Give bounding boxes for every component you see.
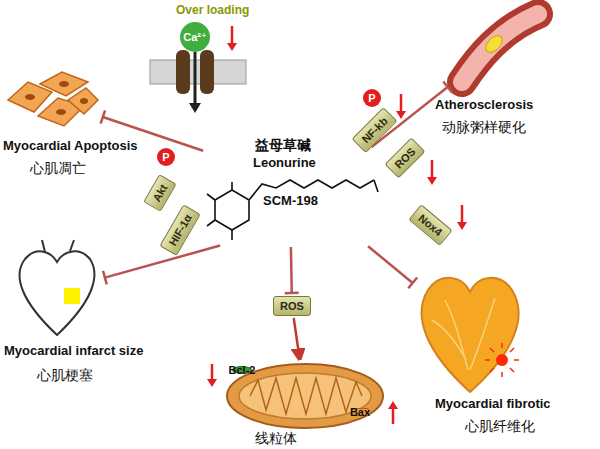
influx-arrowhead <box>189 103 201 113</box>
node-heading: Myocardial fibrotic <box>435 396 551 411</box>
pathway-box: NF-kb <box>352 107 398 153</box>
pathway-box: ROS <box>385 138 426 179</box>
outcome-illustration: Myocardial Apoptosis心肌凋亡 <box>5 68 100 132</box>
substituent <box>231 182 233 190</box>
cristae <box>250 378 362 414</box>
node-heading: 动脉粥样硬化 <box>442 119 526 135</box>
heart-shape <box>422 278 519 392</box>
decrease-arrow <box>211 364 214 380</box>
lesion-sun <box>496 354 508 366</box>
nucleus <box>80 98 88 104</box>
nucleus <box>25 94 35 100</box>
chemical-structure <box>207 180 378 240</box>
inhibition-line <box>105 246 220 278</box>
node-heading: Myocardial infarct size <box>4 343 143 358</box>
outcome-illustration: Myocardial infarct size心肌梗塞 <box>12 245 102 337</box>
decrease-arrow <box>400 94 403 112</box>
pathway-box: ROS <box>273 296 311 316</box>
node-label: P <box>162 151 169 163</box>
channel-subunit <box>176 50 190 94</box>
membrane <box>150 60 246 84</box>
calcium-channel <box>150 50 246 113</box>
inhibition-line <box>368 246 413 283</box>
nucleus <box>56 109 66 115</box>
ion-circle: Ca²⁺ <box>180 22 210 52</box>
artery-lumen <box>462 14 538 82</box>
node-heading: Atherosclerosis <box>435 97 533 112</box>
protein-ellipse: Bcl-2 <box>232 366 252 374</box>
fibrotic-heart <box>422 278 519 392</box>
pathway-box: Akt <box>143 174 176 211</box>
substituent <box>231 230 233 240</box>
plaque <box>483 33 506 56</box>
decrease-arrowhead <box>207 379 217 387</box>
decrease-arrowhead <box>227 43 237 51</box>
node-label: ROS <box>280 299 304 313</box>
node-label: NF-kb <box>359 114 391 146</box>
pathway-box: HIF-1α <box>159 204 200 256</box>
node-heading: 益母草碱 <box>255 137 311 153</box>
annotation-text: Over loading <box>176 3 249 17</box>
artery-wall <box>462 14 538 82</box>
phospho-circle: P <box>363 89 381 107</box>
compound-structure: 益母草碱 LeonurineSCM-198 <box>205 135 370 245</box>
mitochondrion-node: Bcl-2Bax线粒体 <box>225 362 385 430</box>
decrease-arrow <box>461 205 464 223</box>
decrease-arrowhead <box>427 177 437 185</box>
protein-box: Bax <box>351 408 369 416</box>
node-label: Nox4 <box>415 211 445 239</box>
heart-shape <box>20 251 95 335</box>
node-heading: Myocardial Apoptosis <box>3 138 138 153</box>
infarct-area <box>64 288 80 304</box>
node-label: Akt <box>149 182 170 204</box>
node-label: Ca²⁺ <box>183 31 207 43</box>
node-label: P <box>368 92 375 104</box>
outcome-illustration: Myocardial fibrotic心肌纤维化 <box>415 268 525 394</box>
guanidine <box>374 180 378 192</box>
benzene-ring <box>215 190 249 230</box>
cell-illustration <box>8 72 98 126</box>
cell <box>68 88 98 114</box>
influx-arrow <box>194 52 197 104</box>
node-heading: SCM-198 <box>263 193 318 208</box>
heart-vessel <box>432 298 495 370</box>
decrease-arrowhead <box>396 111 406 119</box>
inhibition-line <box>290 247 293 293</box>
node-label: ROS <box>392 145 419 172</box>
phospho-circle: P <box>157 148 175 166</box>
decrease-arrowhead <box>457 222 467 230</box>
change-arrows <box>207 26 467 424</box>
increase-arrow <box>392 408 395 424</box>
node-label: Bax <box>350 406 370 418</box>
node-heading: Leonurine <box>253 155 316 170</box>
promotion-arrow <box>294 318 300 359</box>
decrease-arrow <box>431 160 434 178</box>
decrease-arrow <box>231 26 234 44</box>
node-label: HIF-1α <box>165 212 194 249</box>
node-heading: 心肌梗塞 <box>37 367 93 383</box>
pathway-box: Nox4 <box>408 204 452 246</box>
node-heading: 线粒体 <box>255 430 297 446</box>
substituent <box>207 220 215 226</box>
mitochondrion <box>227 364 383 428</box>
heart-outline <box>20 240 95 335</box>
substituent <box>207 194 215 200</box>
node-heading: 心肌纤维化 <box>465 418 535 434</box>
nucleus <box>59 81 69 87</box>
heart-vessel <box>42 240 74 252</box>
node-label: Bcl-2 <box>229 364 256 376</box>
artery-illustration <box>462 14 538 82</box>
channel-subunit <box>200 50 214 94</box>
inner-membrane <box>239 373 371 419</box>
outer-membrane <box>227 364 383 428</box>
node-heading: 心肌凋亡 <box>30 160 86 176</box>
outcome-illustration: Atherosclerosis动脉粥样硬化 <box>450 3 545 92</box>
lesion-rays <box>485 343 519 377</box>
increase-arrowhead <box>388 401 398 409</box>
